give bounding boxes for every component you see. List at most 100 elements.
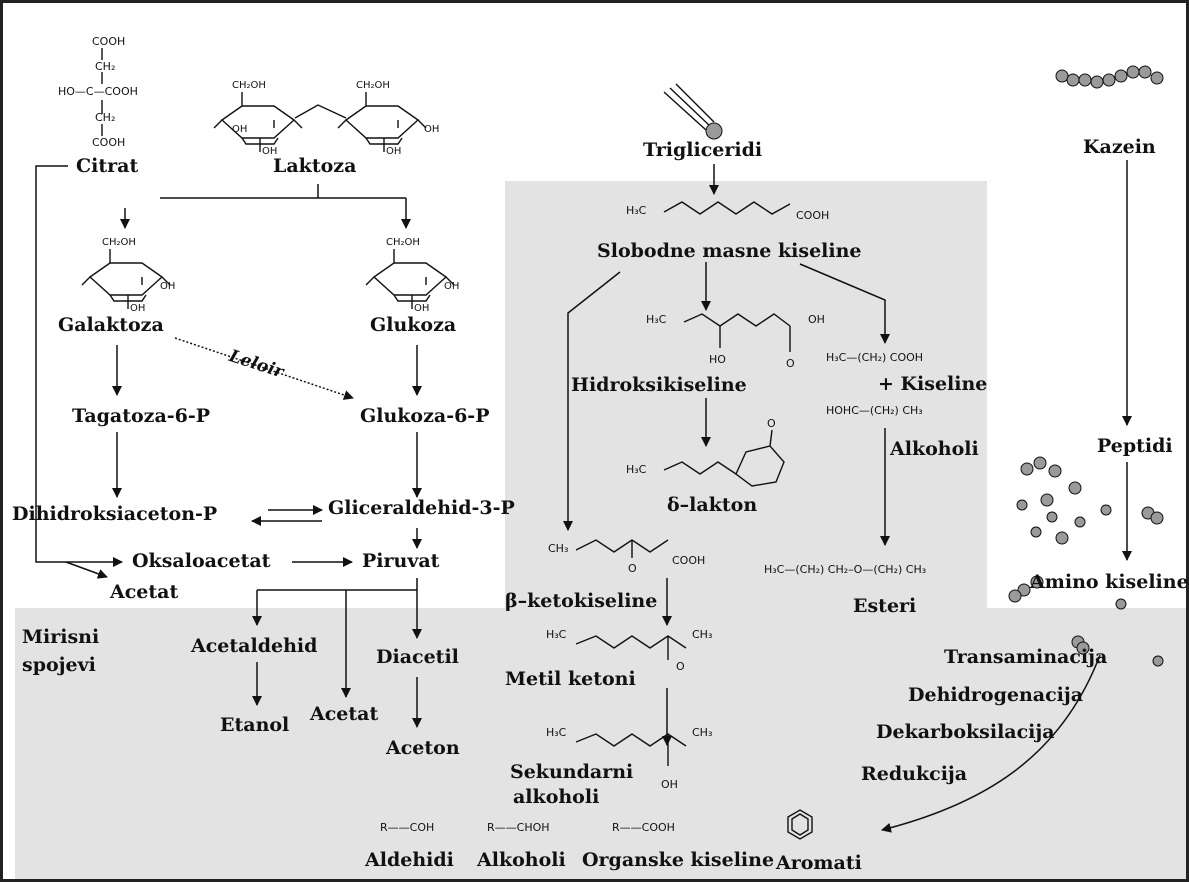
ketoacid-cooh: COOH [672, 554, 706, 567]
fatty-acid-cooh: COOH [796, 209, 830, 222]
lactone-h3c: H₃C [626, 463, 647, 476]
hydroxy-acid-h3c: H₃C [646, 313, 667, 326]
lactone-o: O [767, 417, 776, 430]
aroma-compounds-region [15, 608, 1189, 882]
lactose-ring2-ch2oh: CH₂OH [356, 80, 390, 91]
citrate-cooh-top: COOH [92, 35, 126, 48]
label-alkoholi-2: Alkoholi [477, 849, 566, 871]
lactose-ring1-oh-2: OH [232, 124, 247, 135]
glycosidic-bond [294, 104, 347, 119]
arrow-citrat-acetat [65, 561, 108, 579]
label-plus-kiseline: + Kiseline [878, 373, 988, 395]
methylketone-o: O [676, 660, 685, 673]
label-trigliceridi: Trigliceridi [643, 139, 763, 161]
label-piruvat: Piruvat [362, 550, 440, 572]
lactose-galactose-ring [213, 91, 303, 153]
label-gliceraldehid-3p: Gliceraldehid-3-P [328, 497, 515, 519]
arrow-smk-ketoacid [563, 271, 621, 531]
label-glukoza-6p: Glukoza-6-P [360, 405, 490, 427]
fatty-acid-h3c: H₃C [626, 204, 647, 217]
benzene-icon [787, 809, 813, 840]
lactose-glucose-ring [337, 91, 427, 153]
label-organske-kiseline: Organske kiseline [582, 849, 775, 871]
label-acetaldehid: Acetaldehid [191, 635, 318, 657]
label-dihidroksiaceton-p: Dihidroksiaceton-P [12, 503, 218, 525]
ketoacid-ch3: CH₃ [548, 542, 569, 555]
alcohol-formula: HOHC—(CH₂) CH₃ [826, 404, 923, 417]
ketoacid-o: O [628, 562, 637, 575]
label-etanol: Etanol [220, 714, 290, 736]
galactose-ring [81, 248, 171, 310]
label-delta-lakton: δ–lakton [667, 494, 758, 516]
label-hidroksikiseline: Hidroksikiseline [571, 374, 747, 396]
galactose-ring-ch2oh: CH₂OH [102, 237, 136, 248]
fatty-acid-chain [663, 201, 791, 215]
arrow-leloir [174, 337, 354, 400]
amino-acid-beads [1008, 456, 1164, 667]
label-tagatoza-6p: Tagatoza-6-P [72, 405, 211, 427]
citrate-bracket-line [35, 165, 123, 567]
citrate-cooh-bottom: COOH [92, 136, 126, 149]
label-sekundarni: Sekundarni [510, 761, 634, 783]
label-alkoholi-1: Alkoholi [890, 438, 979, 460]
methylketone-ch3: CH₃ [692, 628, 713, 641]
label-dekarboksilacija: Dekarboksilacija [876, 721, 1055, 743]
glucose-ring [365, 248, 455, 310]
lactone-structure [663, 429, 785, 487]
acid-formula: H₃C—(CH₂) COOH [826, 351, 924, 364]
label-slobodne-masne-kiseline: Slobodne masne kiseline [597, 240, 862, 262]
glucose-ring-oh-1: OH [414, 303, 429, 314]
label-mirisni: Mirisni [22, 626, 100, 648]
label-aromati: Aromati [776, 852, 862, 874]
galactose-ring-oh-2: OH [160, 281, 175, 292]
lactose-ring1-oh-1: OH [262, 146, 277, 157]
label-aldehidi: Aldehidi [365, 849, 454, 871]
methylketone-structure [575, 635, 687, 660]
acid-class-formula: R——COOH [612, 821, 675, 834]
lactose-ring2-oh-2: OH [424, 124, 439, 135]
label-redukcija: Redukcija [861, 763, 968, 785]
hydroxy-acid-ho: HO [709, 353, 726, 366]
methylketone-h3c: H₃C [546, 628, 567, 641]
aldehyde-class-formula: R——COH [380, 821, 435, 834]
label-dehidrogenacija: Dehidrogenacija [908, 684, 1084, 706]
alcohol-class-formula: R——CHOH [487, 821, 550, 834]
lactose-ring2-oh-1: OH [386, 146, 401, 157]
secalcohol-ch3: CH₃ [692, 726, 713, 739]
secalcohol-oh: OH [661, 778, 678, 791]
label-spojevi: spojevi [22, 654, 96, 676]
label-acetat-2: Acetat [310, 703, 379, 725]
secalcohol-h3c: H₃C [546, 726, 567, 739]
label-esteri: Esteri [853, 595, 917, 617]
glucose-ring-ch2oh: CH₂OH [386, 237, 420, 248]
citrate-middle: HO—C—COOH [58, 85, 138, 98]
label-glukoza: Glukoza [370, 314, 457, 336]
label-aceton: Aceton [386, 737, 460, 759]
hydroxy-acid-o: O [786, 357, 795, 370]
label-kazein: Kazein [1083, 136, 1156, 158]
triglyceride-icon [663, 83, 723, 140]
label-metil-ketoni: Metil ketoni [505, 668, 636, 690]
glucose-ring-oh-2: OH [444, 281, 459, 292]
label-oksaloacetat: Oksaloacetat [132, 550, 271, 572]
ester-formula: H₃C—(CH₂) CH₂–O—(CH₂) CH₃ [764, 563, 927, 576]
label-acetat-1: Acetat [110, 581, 179, 603]
casein-bead-chain [1055, 65, 1164, 89]
citrate-ch2-top: CH₂ [95, 60, 116, 73]
label-amino-kiseline: Amino kiseline [1030, 571, 1189, 593]
arrow-smk-acid [799, 263, 890, 344]
citrate-ch2-bottom: CH₂ [95, 111, 116, 124]
label-citrat: Citrat [76, 155, 139, 177]
galactose-ring-oh-1: OH [130, 303, 145, 314]
secalcohol-structure [575, 733, 687, 766]
label-alkoholi-sek: alkoholi [513, 786, 600, 808]
hydroxy-acid-chain [683, 313, 791, 327]
lactose-ring1-ch2oh: CH₂OH [232, 80, 266, 91]
label-peptidi: Peptidi [1097, 435, 1173, 457]
label-galaktoza: Galaktoza [58, 314, 164, 336]
arrow-amino-aromati [881, 654, 1101, 833]
label-diacetil: Diacetil [376, 646, 459, 668]
